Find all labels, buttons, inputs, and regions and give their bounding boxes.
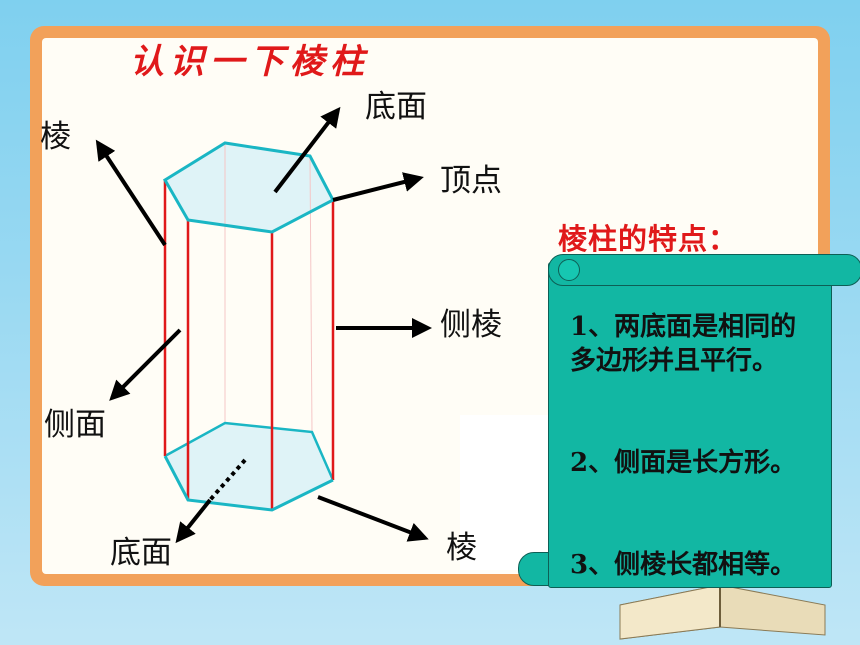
- scroll-curl-dot: [558, 259, 580, 281]
- arrow-vertex: [332, 172, 424, 202]
- feature-item-3: 3、侧棱长都相等。: [570, 550, 797, 580]
- arrow-edge-top-left: [95, 139, 167, 247]
- arrow-edge-bottom-right: [317, 495, 429, 542]
- label-top-base: 底面: [365, 89, 427, 125]
- features-scroll: [548, 262, 832, 588]
- bottom-base-dotted-pointer: [208, 458, 247, 502]
- features-heading: 棱柱的特点：: [558, 222, 739, 256]
- arrow-lateral-face: [109, 328, 182, 401]
- book-icon: [619, 584, 826, 640]
- arrow-top-base: [273, 106, 341, 194]
- feature-item-1: 1、两底面是相同的多边形并且平行。: [570, 312, 797, 376]
- label-bottom-base: 底面: [110, 535, 172, 571]
- label-edge-bottom-right: 棱: [446, 530, 477, 566]
- bottom-base-face: [165, 423, 333, 510]
- slide-title: 认识一下棱柱: [130, 42, 370, 82]
- label-lateral-face: 侧面: [44, 407, 106, 443]
- feature-item-2: 2、侧面是长方形。: [570, 448, 797, 478]
- hidden-edge: [309, 155, 313, 433]
- label-edge-top-left: 棱: [40, 119, 71, 155]
- label-vertex: 顶点: [440, 163, 502, 199]
- label-lateral-edge: 侧棱: [440, 307, 502, 343]
- arrow-bottom-base: [175, 498, 212, 544]
- bottom-front-edges: [163, 455, 334, 512]
- scroll-curl-top: [548, 254, 860, 286]
- top-base-face: [165, 143, 333, 232]
- bottom-back-edges: [164, 421, 335, 481]
- blank-patch: [460, 415, 548, 570]
